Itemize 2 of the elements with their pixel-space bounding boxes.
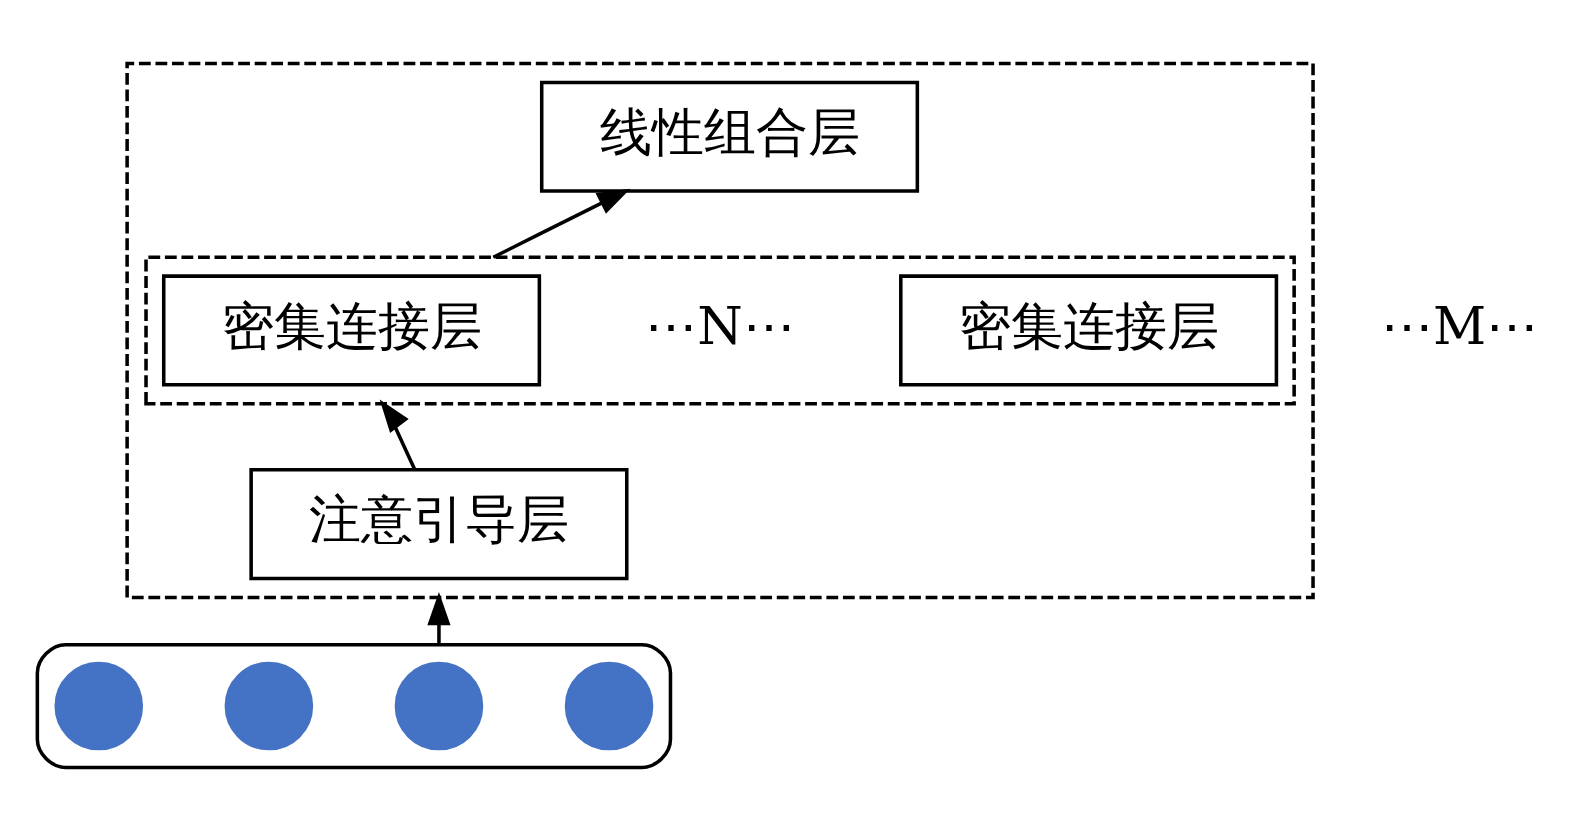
- label: ⋯N⋯: [644, 295, 795, 356]
- node-label: ⋯M⋯: [1380, 295, 1538, 356]
